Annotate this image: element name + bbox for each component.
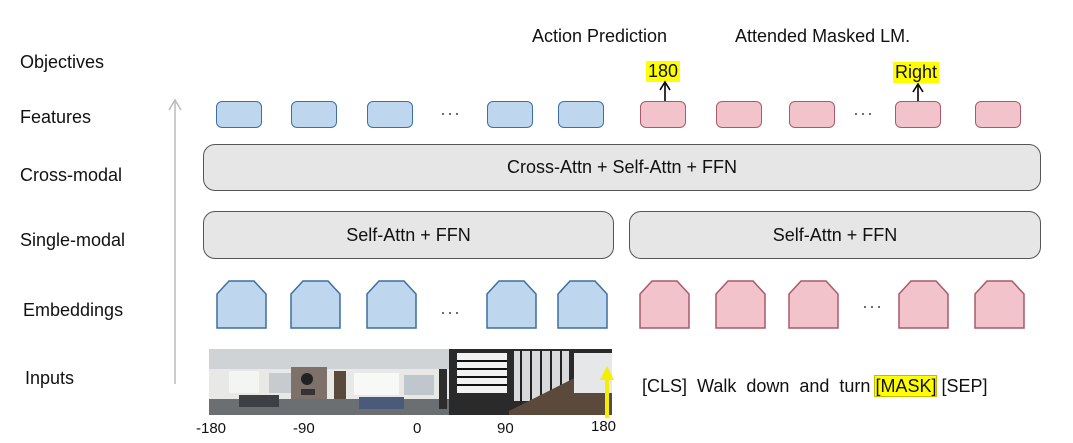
visual-feature [558, 101, 604, 128]
single-modal-language-block: Self-Attn + FFN [629, 211, 1041, 259]
instruction-prefix: [CLS] Walk down and turn [642, 376, 876, 396]
language-feature [975, 101, 1021, 128]
language-embedding [898, 280, 949, 329]
visual-feature-ellipsis: ··· [440, 103, 461, 123]
visual-feature [367, 101, 413, 128]
visual-embedding [290, 280, 341, 329]
visual-embedding [366, 280, 417, 329]
visual-feature [291, 101, 337, 128]
panorama-tick: 0 [413, 420, 422, 437]
language-embedding [715, 280, 766, 329]
attended-masked-lm-label: Attended Masked LM. [735, 26, 911, 46]
language-feature-ellipsis: ··· [853, 103, 874, 123]
language-embedding [788, 280, 839, 329]
language-feature [789, 101, 835, 128]
panorama-tick: -180 [196, 420, 227, 437]
language-feature [895, 101, 941, 128]
panorama-image [209, 349, 612, 415]
visual-embedding-ellipsis: ··· [440, 302, 461, 322]
language-embedding [974, 280, 1025, 329]
visual-embedding [216, 280, 267, 329]
instruction-suffix: [SEP] [936, 376, 988, 396]
cross-modal-block: Cross-Attn + Self-Attn + FFN [203, 144, 1041, 191]
panorama-tick: 90 [497, 420, 514, 437]
row-label-inputs: Inputs [25, 368, 75, 388]
mask-token: [MASK] [874, 375, 938, 397]
embeddings-row [216, 280, 1025, 329]
row-label-objectives: Objectives [20, 52, 105, 72]
action-output-arrow [659, 80, 671, 102]
row-label-single-modal: Single-modal [20, 230, 126, 250]
panorama-tick: 180 [591, 418, 617, 435]
heading-arrow [600, 366, 614, 418]
language-embedding [639, 280, 690, 329]
masked-word-output: Right [893, 62, 940, 83]
instruction-text: [CLS] Walk down and turn [MASK] [SEP] [642, 375, 988, 397]
panorama-tick: -90 [293, 420, 315, 437]
visual-embedding [557, 280, 608, 329]
language-embedding-ellipsis: ··· [862, 296, 883, 316]
visual-embedding [486, 280, 537, 329]
row-label-cross-modal: Cross-modal [20, 165, 123, 185]
language-feature [716, 101, 762, 128]
language-feature [640, 101, 686, 128]
single-modal-visual-block: Self-Attn + FFN [203, 211, 614, 259]
visual-feature [487, 101, 533, 128]
row-label-features: Features [20, 107, 92, 127]
flow-arrow [168, 98, 182, 384]
action-prediction-label: Action Prediction [532, 26, 668, 46]
visual-feature [216, 101, 262, 128]
action-prediction-output: 180 [646, 61, 681, 82]
row-label-embeddings: Embeddings [23, 300, 124, 320]
